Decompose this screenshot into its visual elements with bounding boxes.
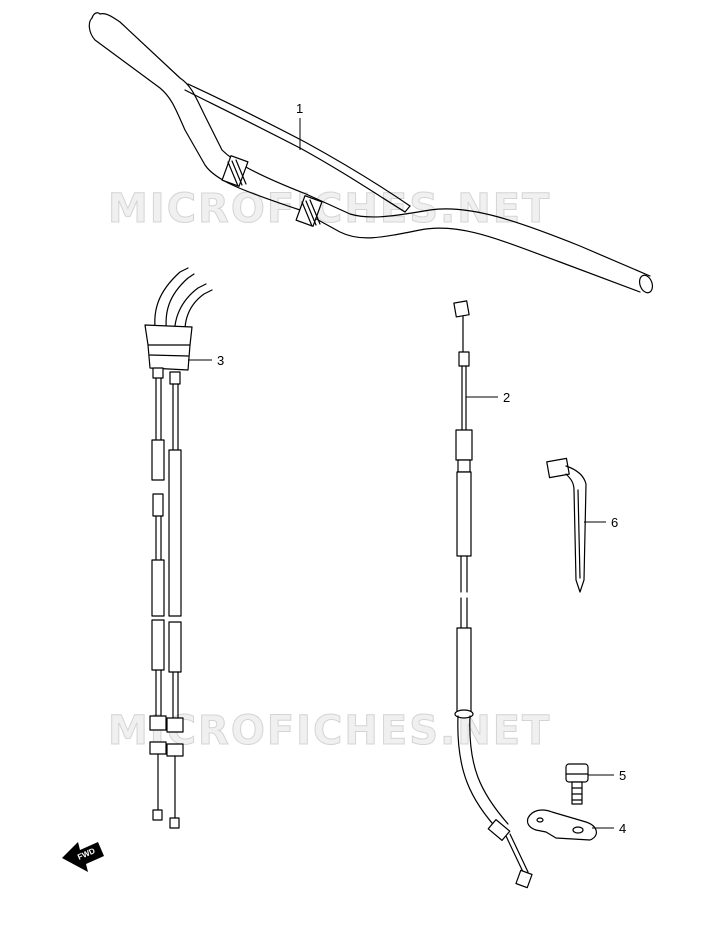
throttle-cable[interactable] <box>144 267 213 829</box>
callout-4: 4 <box>619 821 626 836</box>
callout-6: 6 <box>611 515 618 530</box>
callout-3: 3 <box>217 353 224 368</box>
clutch-cable[interactable] <box>453 300 533 889</box>
handlebar[interactable] <box>88 12 654 295</box>
cable-guide[interactable] <box>546 457 587 593</box>
cable-bracket[interactable] <box>526 809 597 841</box>
callout-5: 5 <box>619 768 626 783</box>
watermark-top: MICROFICHES.NET <box>108 186 551 232</box>
bolt[interactable] <box>565 763 589 805</box>
callout-2: 2 <box>503 390 510 405</box>
callout-1: 1 <box>296 101 303 116</box>
fwd-arrow-icon: FWD <box>62 842 104 872</box>
